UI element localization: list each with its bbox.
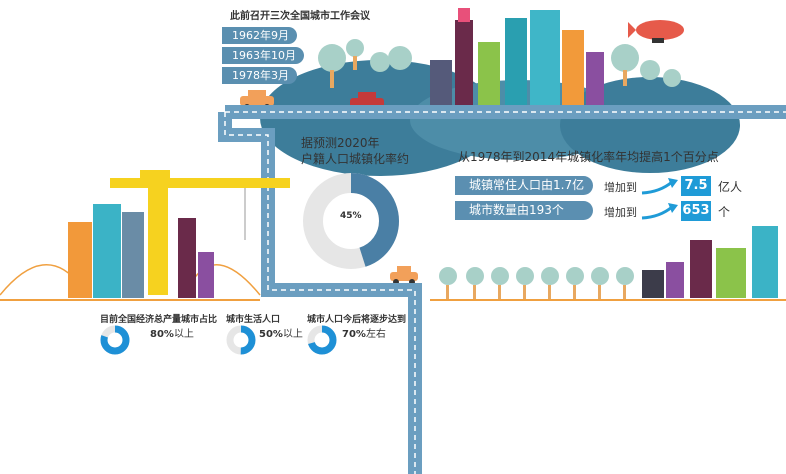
history-date-2: 1963年10月: [222, 47, 304, 64]
growth-row-2-unit: 个: [718, 205, 731, 219]
growth-row-2-arrow-text: 增加到: [604, 206, 637, 219]
blimp: [628, 20, 684, 43]
indicator-2-value: 50%以上: [259, 325, 303, 340]
indicator-1-value-bold: 80%: [150, 329, 174, 340]
forecast-donut-label: 45%: [340, 211, 362, 221]
indicator-1-value: 80%以上: [150, 325, 194, 340]
history-title: 此前召开三次全国城市工作会议: [230, 11, 370, 22]
growth-row-1-arrow-icon: [641, 178, 678, 195]
growth-row-1-label: 城镇常住人口由1.7亿: [455, 176, 593, 195]
left-buildings: [68, 204, 214, 298]
indicator-1-value-suffix: 以上: [173, 329, 194, 340]
indicator-2-title: 城市生活人口: [226, 315, 281, 325]
growth-row-2-label: 城市数量由193个: [455, 201, 593, 220]
indicator-3-title: 城市人口今后将逐步达到: [307, 315, 407, 325]
top-buildings: [430, 8, 604, 110]
growth-row-1-value: 7.5: [681, 176, 711, 196]
growth-row-1-arrow-text: 增加到: [604, 181, 637, 194]
growth-title: 从1978年到2014年城镇化率年均提高1个百分点: [458, 150, 719, 164]
top-trees: [318, 39, 681, 88]
growth-row-2-value: 653: [681, 201, 711, 221]
growth-row-2-arrow-icon: [641, 203, 678, 220]
crane: [110, 170, 290, 295]
indicator-3-value-bold: 70%: [342, 329, 366, 340]
indicator-3-donut: [307, 325, 337, 355]
indicator-3-value-suffix: 左右: [365, 329, 386, 340]
indicator-2-value-suffix: 以上: [282, 329, 303, 340]
forecast-donut-arc: [303, 173, 399, 269]
road: [218, 105, 786, 474]
indicator-2-donut: [226, 325, 256, 355]
right-buildings: [642, 226, 778, 298]
right-trees: [439, 267, 634, 299]
forecast-title-line2: 户籍人口城镇化率约: [301, 152, 410, 166]
indicator-1-title: 目前全国经济总产量城市占比: [100, 315, 218, 325]
indicator-1-donut: [100, 325, 130, 355]
forecast-title-line1: 据预测2020年: [301, 136, 380, 150]
indicator-2-value-bold: 50%: [259, 329, 283, 340]
history-date-1: 1962年9月: [222, 27, 297, 44]
forecast-donut: [303, 173, 399, 269]
indicator-3-value: 70%左右: [342, 325, 386, 340]
growth-row-1-unit: 亿人: [718, 180, 743, 194]
history-date-3: 1978年3月: [222, 67, 297, 84]
